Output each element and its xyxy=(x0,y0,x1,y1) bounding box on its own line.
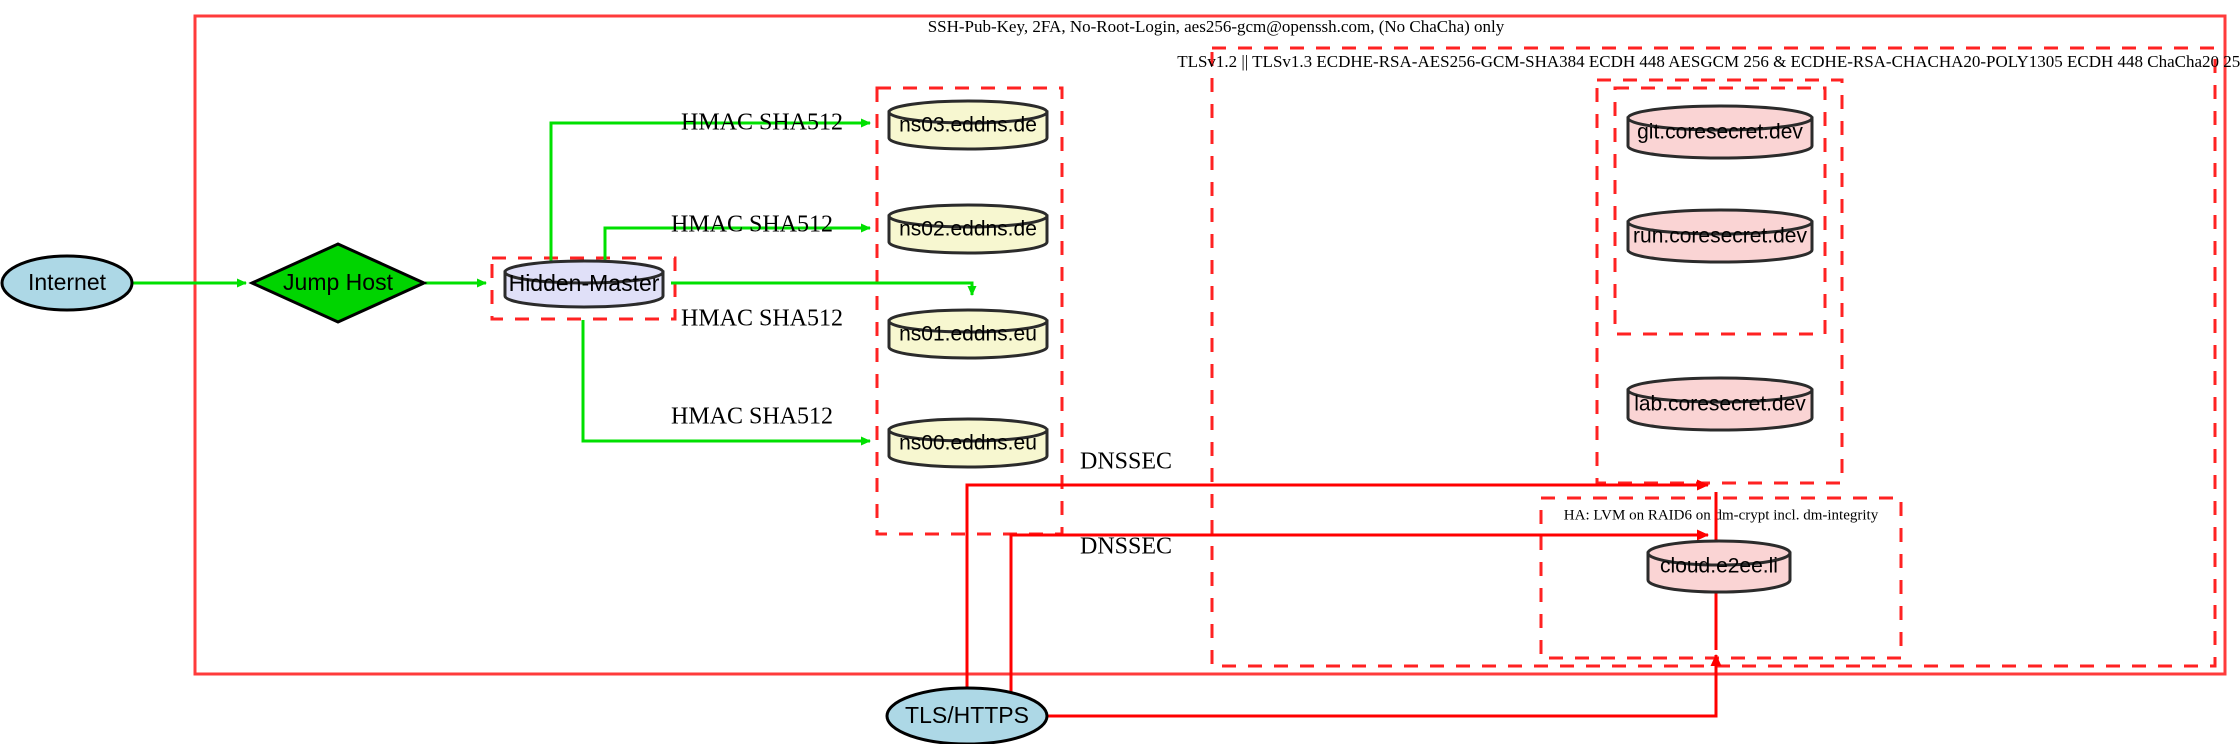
cluster-tls-perimeter: TLSv1.2 || TLSv1.3 ECDHE-RSA-AES256-GCM-… xyxy=(1177,46,2240,668)
edge-label-hmac-ns00: HMAC SHA512 xyxy=(671,404,833,430)
cluster-ssh-perimeter: SSH-Pub-Key, 2FA, No-Root-Login, aes256-… xyxy=(193,14,2227,676)
git-cyl-top xyxy=(1626,104,1814,132)
internet-label: Internet xyxy=(28,269,107,295)
ns03-cyl-top xyxy=(887,99,1049,125)
edge-tls-dnssec-lower xyxy=(1009,529,1709,716)
tls-https-label: TLS/HTTPS xyxy=(905,702,1029,728)
run-cyl-top xyxy=(1626,208,1814,236)
node-ns03[interactable]: ns03.eddns.de xyxy=(887,99,1049,151)
ssh-perimeter-box xyxy=(193,14,2227,676)
ns01-label: ns01.eddns.eu xyxy=(899,323,1037,346)
green-edge-labels: HMAC SHA512 HMAC SHA512 HMAC SHA512 HMAC… xyxy=(671,110,843,430)
internet-ellipse[interactable] xyxy=(0,254,134,312)
edge-label-dnssec-lower: DNSSEC xyxy=(1080,534,1172,560)
ha-storage-label: HA: LVM on RAID6 on dm-crypt incl. dm-in… xyxy=(1564,507,1879,523)
lab-label: lab.coresecret.dev xyxy=(1634,393,1806,416)
node-run-coresecret[interactable]: run.coresecret.dev xyxy=(1626,208,1814,264)
edge-tls-dnssec-upper xyxy=(965,479,1709,702)
run-label: run.coresecret.dev xyxy=(1633,225,1807,248)
ns01-cyl-top xyxy=(887,308,1049,334)
ns00-label: ns00.eddns.eu xyxy=(899,432,1037,455)
node-lab-coresecret[interactable]: lab.coresecret.dev xyxy=(1626,376,1814,432)
node-git-coresecret[interactable]: git.coresecret.dev xyxy=(1626,104,1814,160)
git-label: git.coresecret.dev xyxy=(1637,121,1803,144)
jump-host-diamond[interactable] xyxy=(248,242,428,324)
node-ns01[interactable]: ns01.eddns.eu xyxy=(887,308,1049,360)
edge-label-hmac-ns01: HMAC SHA512 xyxy=(681,306,843,332)
cluster-ha-storage: HA: LVM on RAID6 on dm-crypt incl. dm-in… xyxy=(1539,496,1903,660)
edge-label-hmac-ns03: HMAC SHA512 xyxy=(681,110,843,136)
node-jump-host[interactable]: Jump Host xyxy=(248,242,428,324)
jump-host-label: Jump Host xyxy=(283,269,394,295)
ns02-cyl-top xyxy=(887,203,1049,229)
edge-hiddenmaster-to-ns03 xyxy=(549,118,871,262)
coresecret-outer-box xyxy=(1595,78,1844,485)
ns00-cyl-top xyxy=(887,417,1049,443)
lab-cyl-top xyxy=(1626,376,1814,404)
cluster-coresecret-outer xyxy=(1595,78,1844,485)
node-ns00[interactable]: ns00.eddns.eu xyxy=(887,417,1049,469)
tls-perimeter-box xyxy=(1210,46,2217,668)
node-ns02[interactable]: ns02.eddns.de xyxy=(887,203,1049,255)
tls-https-ellipse[interactable] xyxy=(885,686,1049,744)
tls-perimeter-label: TLSv1.2 || TLSv1.3 ECDHE-RSA-AES256-GCM-… xyxy=(1177,52,2240,71)
ns03-label: ns03.eddns.de xyxy=(899,114,1037,137)
hidden-master-label: Hidden-Master xyxy=(509,270,660,296)
node-cloud-e2ee[interactable]: cloud.e2ee.li xyxy=(1646,539,1792,594)
cloud-label: cloud.e2ee.li xyxy=(1660,555,1778,578)
red-edges xyxy=(965,479,1722,718)
edge-label-dnssec-upper: DNSSEC xyxy=(1080,449,1172,475)
edge-label-hmac-ns02: HMAC SHA512 xyxy=(671,212,833,238)
node-tls-https[interactable]: TLS/HTTPS xyxy=(885,686,1049,744)
node-hidden-master[interactable]: Hidden-Master xyxy=(503,259,665,309)
cluster-coresecret-inner xyxy=(1613,86,1827,336)
hidden-master-cyl-top xyxy=(503,259,665,285)
red-edge-labels: DNSSEC DNSSEC xyxy=(1080,449,1172,560)
edge-hiddenmaster-to-ns01 xyxy=(671,281,977,296)
hidden-master-zone-box xyxy=(490,256,677,321)
edge-hiddenmaster-to-ns02 xyxy=(603,223,871,262)
cloud-cyl-top xyxy=(1646,539,1792,567)
node-internet[interactable]: Internet xyxy=(0,254,134,312)
cluster-hidden-master-zone xyxy=(490,256,677,321)
edge-tls-bottom-corridor xyxy=(1031,654,1722,718)
coresecret-inner-box xyxy=(1613,86,1827,336)
ns02-label: ns02.eddns.de xyxy=(899,218,1037,241)
green-edges xyxy=(132,118,977,446)
ssh-perimeter-label: SSH-Pub-Key, 2FA, No-Root-Login, aes256-… xyxy=(928,17,1505,36)
edge-hiddenmaster-to-ns00 xyxy=(581,320,871,446)
